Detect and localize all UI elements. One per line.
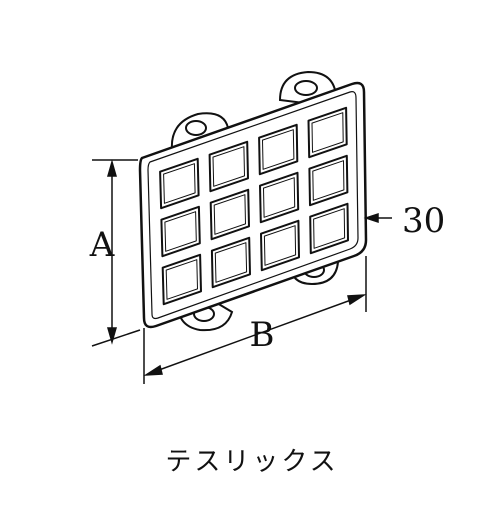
- grid-opening: [309, 202, 349, 255]
- grid-opening-inner-edge: [313, 208, 346, 249]
- dimension-b: [143, 256, 367, 384]
- grid-opening: [209, 188, 250, 241]
- grid-opening-inner-edge: [263, 177, 296, 218]
- dimension-depth-label: 30: [402, 201, 445, 241]
- grille-plate-inner-edge: [147, 91, 359, 320]
- dimension-a-label: A: [89, 225, 115, 265]
- grid-opening-inner-edge: [312, 160, 345, 201]
- dimension-depth: [363, 212, 392, 224]
- grid-opening-inner-edge: [263, 225, 297, 266]
- grid-opening-inner-edge: [214, 242, 248, 283]
- grid-openings: [159, 106, 349, 306]
- grid-opening: [307, 106, 348, 159]
- grid-opening: [260, 219, 300, 272]
- grid-opening: [161, 253, 202, 306]
- grid-opening: [259, 171, 300, 224]
- grid-opening: [159, 157, 200, 210]
- grid-opening-inner-edge: [311, 112, 344, 153]
- grid-opening: [258, 123, 299, 176]
- grid-opening: [208, 140, 249, 193]
- mounting-cup-top-left: [170, 112, 230, 152]
- grid-opening-inner-edge: [212, 146, 245, 187]
- dimension-a: [91, 159, 141, 347]
- grid-opening: [210, 236, 251, 289]
- grid-opening: [308, 154, 349, 207]
- dimension-b-label: B: [250, 315, 275, 355]
- grid-opening-inner-edge: [165, 259, 198, 300]
- grid-opening-inner-edge: [163, 163, 196, 204]
- product-caption: テスリックス: [165, 447, 338, 477]
- grid-opening-inner-edge: [213, 194, 246, 235]
- grid-opening: [160, 205, 201, 258]
- grid-opening-inner-edge: [262, 129, 295, 170]
- grid-opening-inner-edge: [164, 211, 197, 252]
